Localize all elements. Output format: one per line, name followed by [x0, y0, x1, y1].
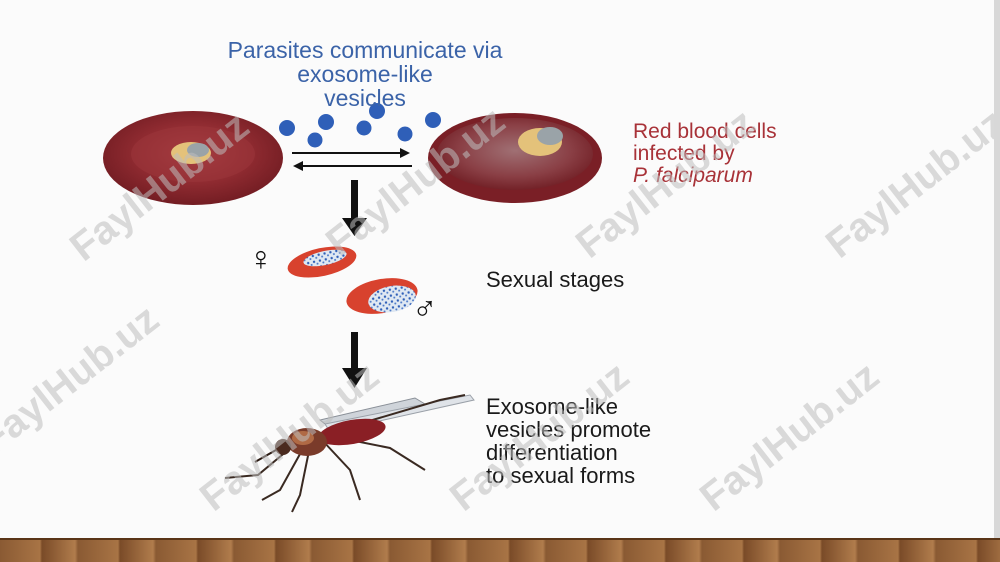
female-symbol: ♀: [248, 240, 274, 278]
caption-line: Exosome-like: [486, 394, 619, 419]
caption-line: to sexual forms: [486, 463, 636, 489]
differentiation-caption: Exosome-like vesicles promote differenti…: [486, 395, 651, 487]
caption-line: exosome-like: [297, 61, 433, 88]
caption-line: differentiation: [486, 440, 618, 466]
caption-line: vesicles: [324, 85, 406, 112]
rbc-caption: Red blood cells infected by P. falciparu…: [633, 120, 777, 188]
down-arrow-1: [342, 180, 367, 236]
infected-rbc-right: [428, 113, 602, 203]
floor-edge: [0, 538, 1000, 541]
exchange-arrows: [292, 148, 412, 171]
caption-line: vesicles promote: [486, 417, 652, 443]
female-gametocyte: [287, 246, 357, 278]
rbc-caption-line: infected by: [633, 142, 735, 166]
species-name: P. falciparum: [633, 164, 753, 188]
exosome-vesicles: [279, 103, 441, 148]
down-arrow-2: [342, 332, 367, 388]
vesicle-communication-caption: Parasites communicate via exosome-like v…: [135, 37, 595, 112]
male-symbol: ♂: [412, 290, 438, 328]
wooden-floor-strip: [0, 540, 1000, 562]
slide-edge: [994, 0, 1000, 540]
mosquito-illustration: [224, 394, 475, 513]
male-gametocyte: [346, 278, 418, 314]
rbc-caption-line: Red blood cells: [633, 120, 777, 143]
sexual-stages-label: Sexual stages: [486, 267, 625, 292]
caption-line: Parasites communicate via: [227, 37, 503, 63]
diagram-graphic: [103, 103, 602, 513]
infected-rbc-left: [103, 111, 283, 205]
